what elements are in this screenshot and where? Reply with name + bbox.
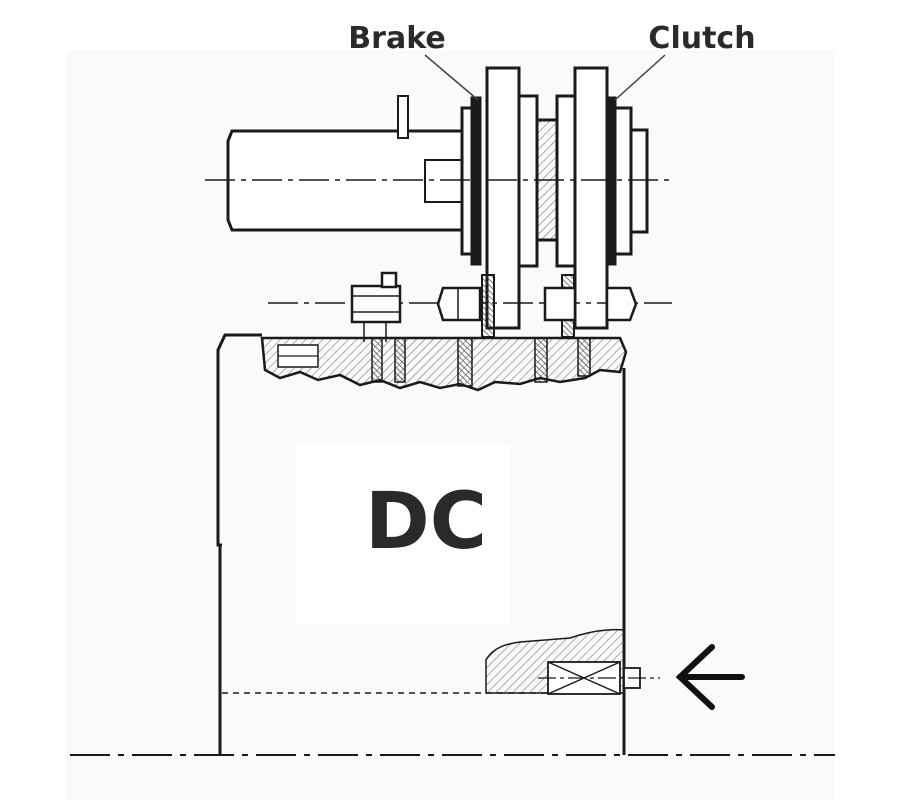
left-arrow-icon xyxy=(675,644,745,710)
gear-section xyxy=(260,336,628,392)
brake-leader xyxy=(424,54,479,101)
end-bearing xyxy=(485,628,660,695)
clutch-label: Clutch xyxy=(648,21,755,56)
brake-label: Brake xyxy=(348,21,445,56)
disc-stack xyxy=(460,66,649,338)
label-backdrop xyxy=(295,445,510,625)
motor-label: DC xyxy=(365,477,487,567)
bolt-row xyxy=(350,271,638,342)
clutch-leader xyxy=(614,54,666,101)
